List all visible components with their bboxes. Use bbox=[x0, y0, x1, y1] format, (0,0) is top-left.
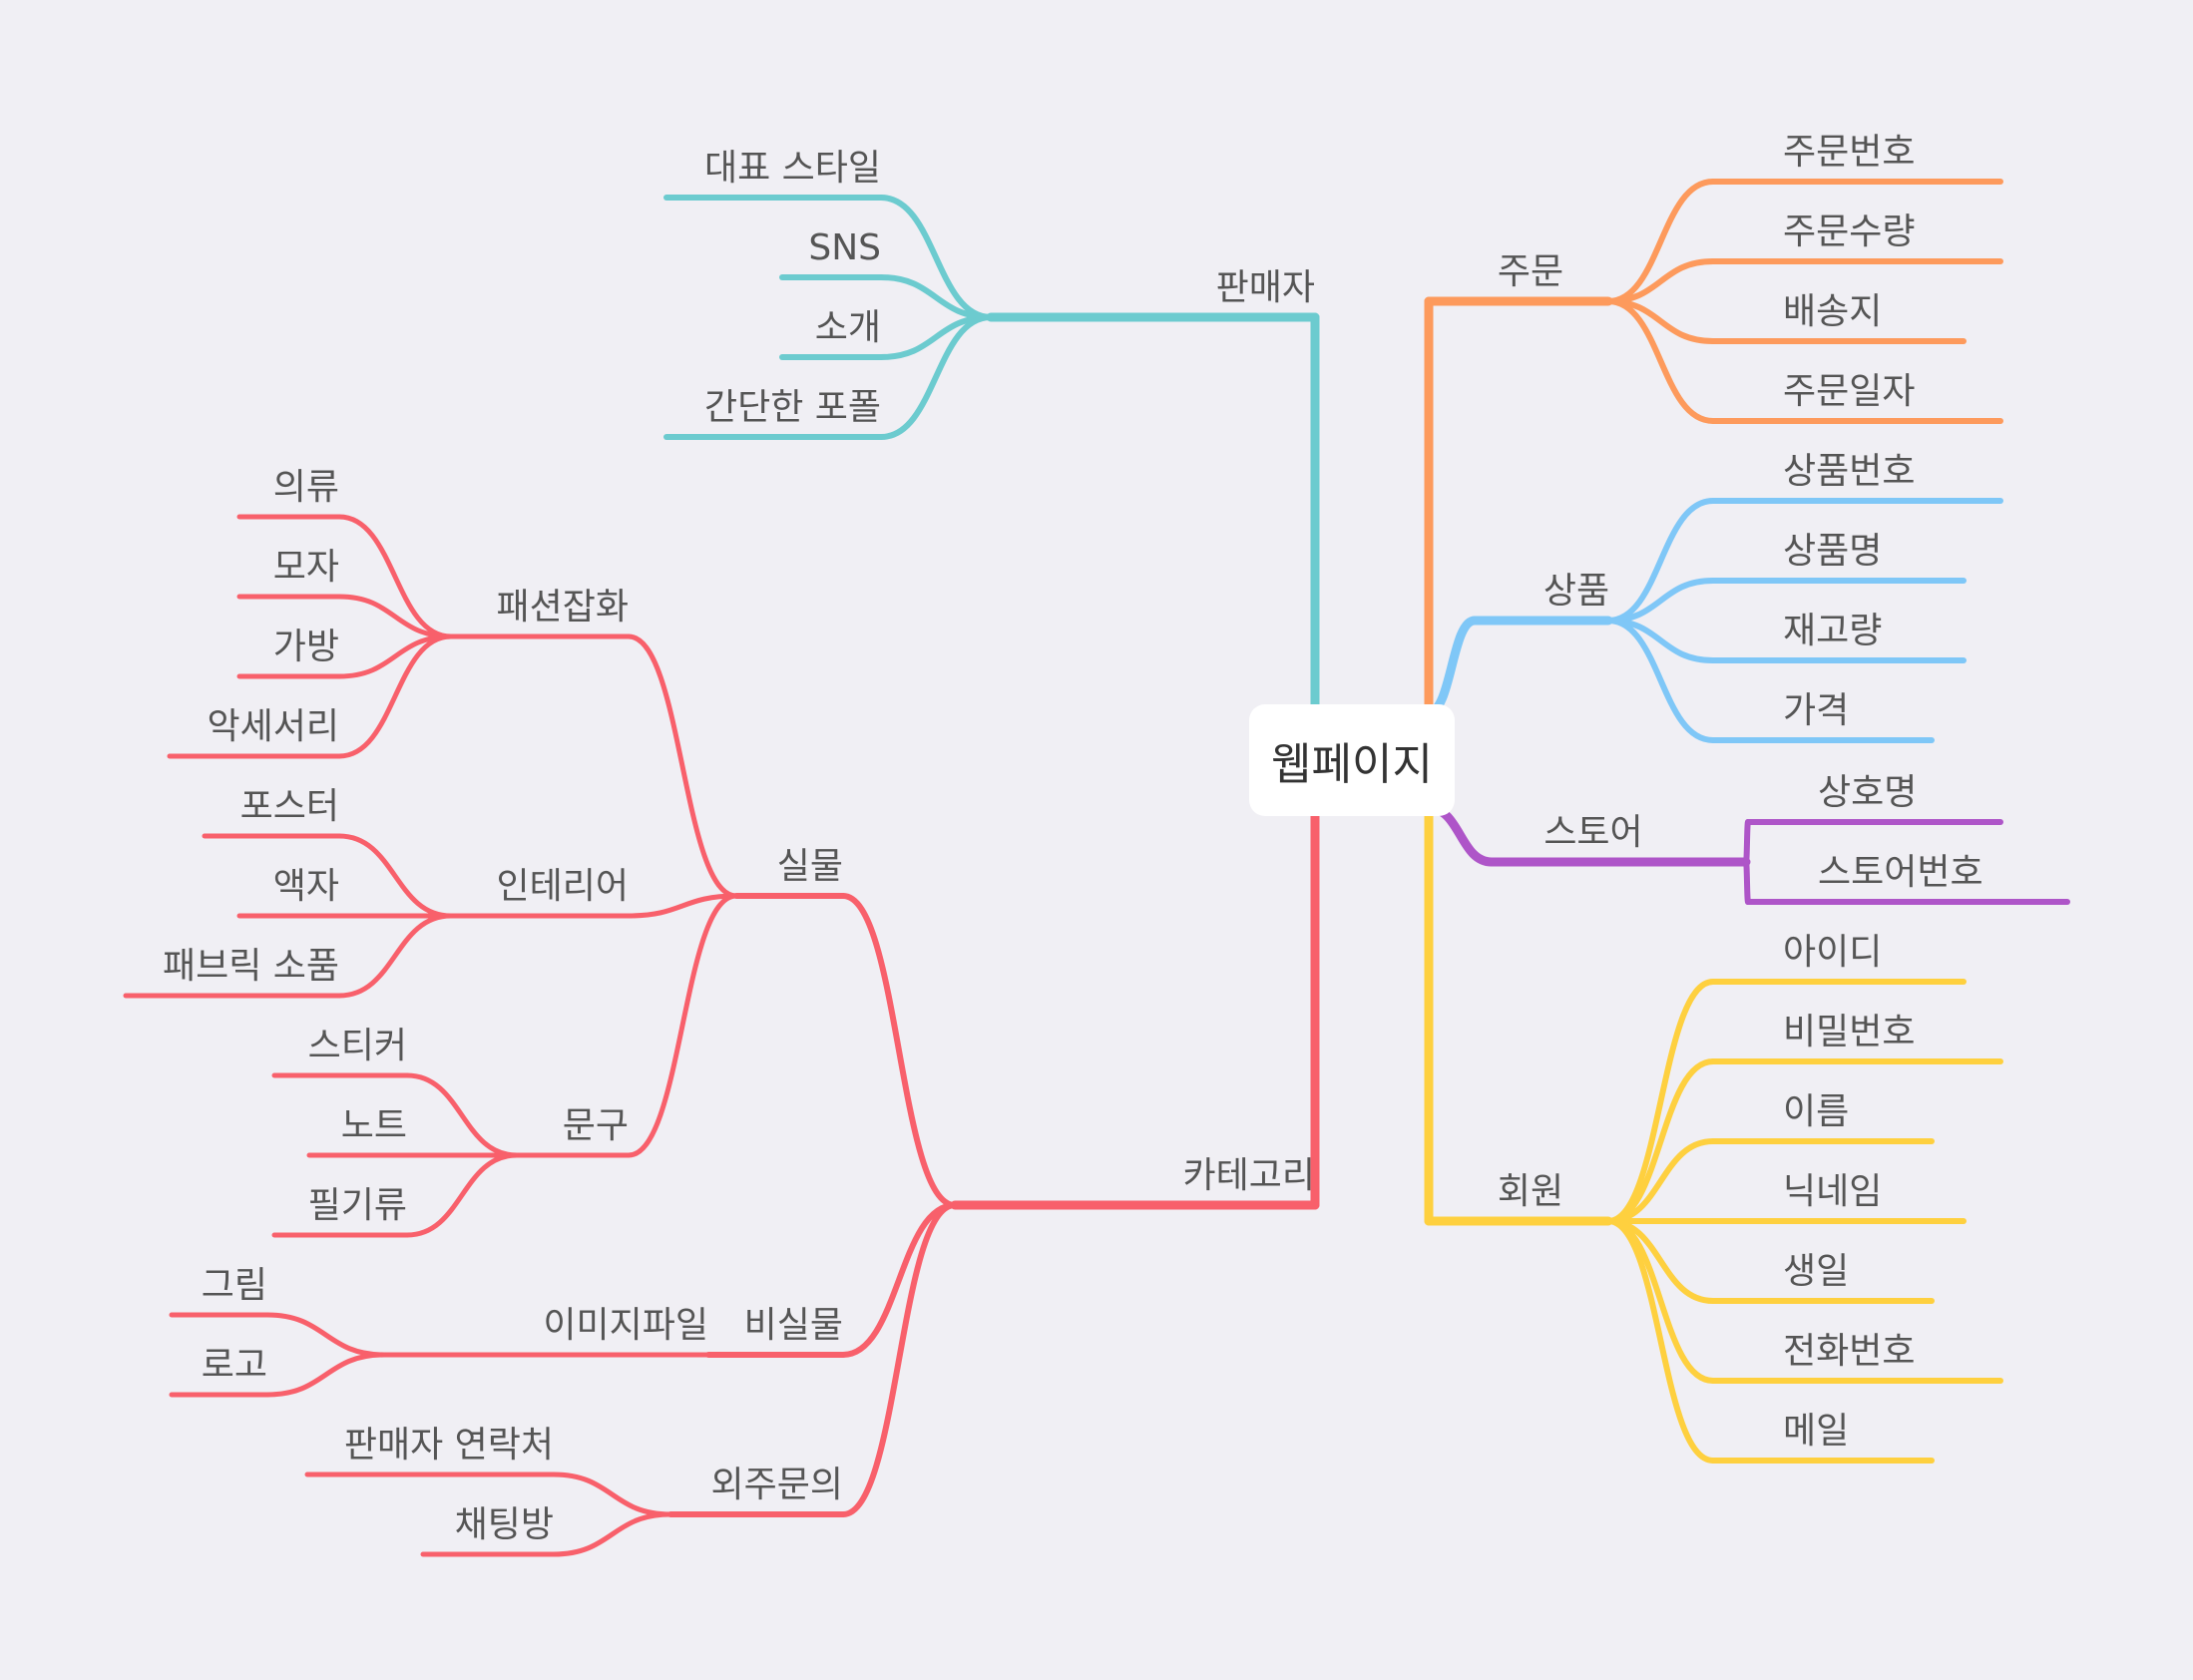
node-스티커[interactable]: 스티커 bbox=[308, 1026, 407, 1066]
node-전화번호[interactable]: 전화번호 bbox=[1783, 1331, 1915, 1372]
edge-악세서리 bbox=[336, 633, 454, 759]
node-가격[interactable]: 가격 bbox=[1783, 690, 1849, 731]
edge-인테리어 bbox=[626, 893, 739, 919]
edge-필기류 bbox=[404, 1152, 520, 1238]
edge-의류 bbox=[336, 514, 454, 639]
edge-스티커 bbox=[404, 1072, 520, 1158]
node-스토어번호[interactable]: 스토어번호 bbox=[1818, 852, 1983, 893]
node-실물[interactable]: 실물 bbox=[777, 846, 843, 887]
edge-메일 bbox=[1605, 1218, 1716, 1464]
edge-실물 bbox=[840, 893, 958, 1208]
root-node-label: 웹페이지 bbox=[1271, 739, 1433, 790]
node-그림[interactable]: 그림 bbox=[202, 1265, 267, 1306]
node-카테고리[interactable]: 카테고리 bbox=[1183, 1155, 1315, 1196]
node-생일[interactable]: 생일 bbox=[1783, 1251, 1849, 1292]
node-의류[interactable]: 의류 bbox=[273, 467, 339, 508]
edge-문구 bbox=[626, 893, 739, 1158]
edge-간단한-포폴 bbox=[878, 314, 994, 440]
edge-모자 bbox=[336, 594, 454, 639]
node-주문일자[interactable]: 주문일자 bbox=[1783, 371, 1915, 412]
edge-스토어번호 bbox=[1743, 859, 1751, 905]
node-판매자[interactable]: 판매자 bbox=[1216, 267, 1315, 308]
node-SNS[interactable]: SNS bbox=[808, 227, 881, 268]
node-로고[interactable]: 로고 bbox=[202, 1345, 267, 1386]
node-상품명[interactable]: 상품명 bbox=[1783, 531, 1882, 572]
node-스토어[interactable]: 스토어 bbox=[1543, 812, 1642, 853]
edge-주문일자 bbox=[1605, 298, 1716, 424]
node-문구[interactable]: 문구 bbox=[563, 1105, 629, 1146]
edge-주문번호 bbox=[1605, 179, 1716, 304]
node-노트[interactable]: 노트 bbox=[341, 1105, 407, 1146]
edge-포스터 bbox=[336, 833, 454, 919]
edge-이름 bbox=[1605, 1138, 1716, 1224]
edge-그림 bbox=[264, 1312, 387, 1358]
node-가방[interactable]: 가방 bbox=[273, 627, 339, 667]
node-판매자-연락처[interactable]: 판매자 연락처 bbox=[344, 1425, 554, 1466]
edge-외주문의 bbox=[840, 1202, 958, 1517]
node-배송지[interactable]: 배송지 bbox=[1783, 291, 1882, 332]
node-패션잡화[interactable]: 패션잡화 bbox=[497, 587, 629, 628]
node-악세서리[interactable]: 악세서리 bbox=[208, 706, 339, 747]
edge-비실물 bbox=[840, 1202, 958, 1358]
node-상호명[interactable]: 상호명 bbox=[1818, 772, 1917, 813]
edge-비밀번호 bbox=[1605, 1058, 1716, 1224]
edge-주문수량 bbox=[1605, 258, 1716, 304]
node-주문[interactable]: 주문 bbox=[1498, 251, 1563, 292]
node-간단한-포폴[interactable]: 간단한 포폴 bbox=[704, 387, 881, 428]
node-닉네임[interactable]: 닉네임 bbox=[1783, 1171, 1882, 1212]
node-인테리어[interactable]: 인테리어 bbox=[497, 866, 629, 907]
edge-패브릭-소품 bbox=[336, 913, 454, 999]
edge-SNS bbox=[878, 274, 994, 320]
node-외주문의[interactable]: 외주문의 bbox=[711, 1465, 843, 1505]
node-비실물[interactable]: 비실물 bbox=[744, 1305, 843, 1346]
node-상품번호[interactable]: 상품번호 bbox=[1783, 451, 1915, 492]
node-상품[interactable]: 상품 bbox=[1543, 571, 1609, 612]
edge-판매자-연락처 bbox=[551, 1471, 673, 1517]
node-이미지파일[interactable]: 이미지파일 bbox=[543, 1305, 708, 1346]
node-이름[interactable]: 이름 bbox=[1783, 1091, 1849, 1132]
node-주문번호[interactable]: 주문번호 bbox=[1783, 132, 1915, 173]
node-포스터[interactable]: 포스터 bbox=[240, 786, 339, 827]
edge-채팅방 bbox=[551, 1511, 673, 1557]
edge-상품 bbox=[1424, 616, 1480, 717]
node-액자[interactable]: 액자 bbox=[273, 866, 339, 907]
edge-상품번호 bbox=[1605, 498, 1716, 624]
edge-대표-스타일 bbox=[878, 195, 994, 320]
node-소개[interactable]: 소개 bbox=[815, 307, 881, 348]
node-대표-스타일[interactable]: 대표 스타일 bbox=[704, 148, 881, 189]
edge-상품명 bbox=[1605, 578, 1716, 624]
edge-패션잡화 bbox=[626, 633, 739, 899]
edge-로고 bbox=[264, 1352, 387, 1398]
edge-가격 bbox=[1605, 618, 1716, 743]
root-node[interactable]: 웹페이지 bbox=[1249, 704, 1455, 816]
node-필기류[interactable]: 필기류 bbox=[308, 1185, 407, 1226]
node-주문수량[interactable]: 주문수량 bbox=[1783, 211, 1915, 252]
node-채팅방[interactable]: 채팅방 bbox=[455, 1504, 554, 1545]
node-아이디[interactable]: 아이디 bbox=[1783, 932, 1882, 973]
node-모자[interactable]: 모자 bbox=[273, 547, 339, 588]
node-회원[interactable]: 회원 bbox=[1498, 1171, 1563, 1212]
node-비밀번호[interactable]: 비밀번호 bbox=[1783, 1012, 1915, 1052]
edge-스토어 bbox=[1424, 803, 1497, 867]
edge-상호명 bbox=[1743, 819, 1751, 865]
node-재고량[interactable]: 재고량 bbox=[1783, 611, 1882, 651]
node-패브릭-소품[interactable]: 패브릭 소품 bbox=[163, 946, 339, 987]
node-메일[interactable]: 메일 bbox=[1783, 1411, 1849, 1452]
